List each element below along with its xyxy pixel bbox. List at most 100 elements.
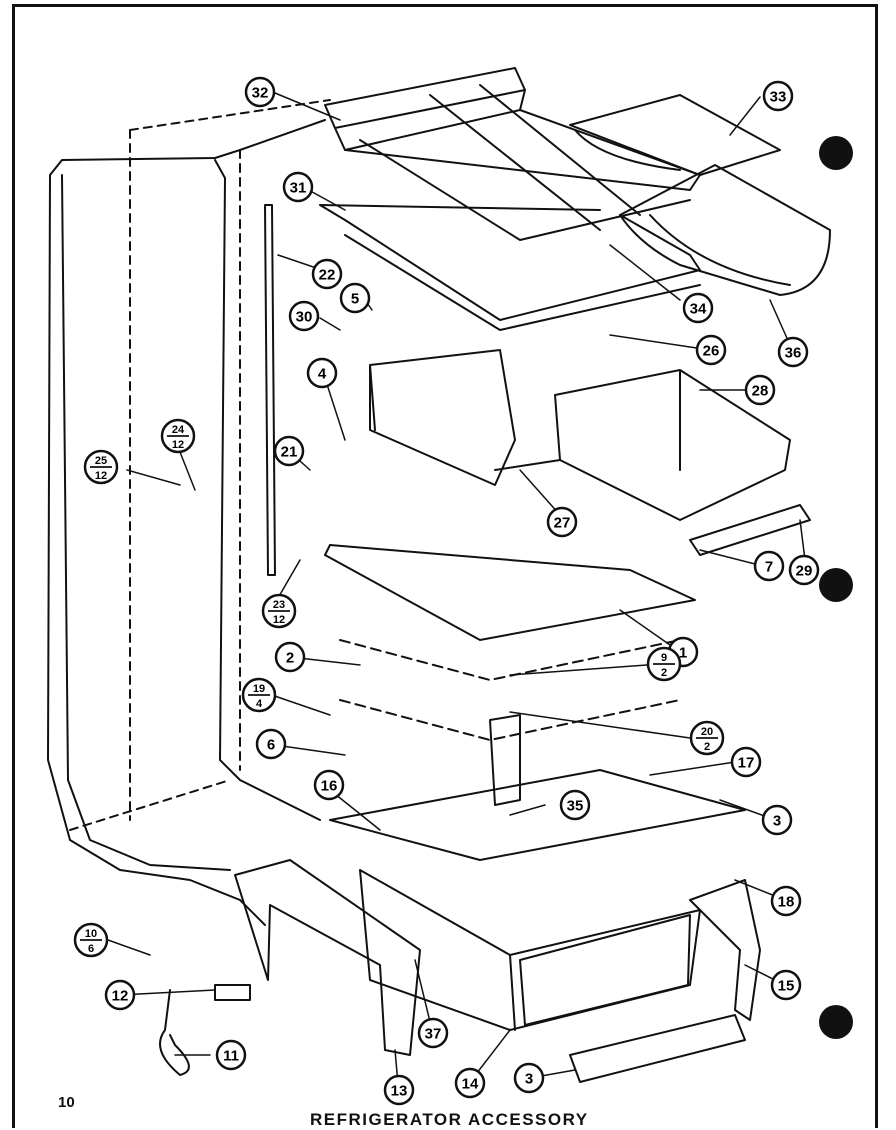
callout-3: 3 [513, 1062, 545, 1094]
callout-denominator: 12 [172, 439, 184, 451]
callout-circle [762, 80, 794, 112]
callout-2: 2 [274, 641, 306, 673]
callout-label: 14 [462, 1076, 479, 1093]
callout-circle [761, 804, 793, 836]
callout-label: 2 [286, 650, 294, 667]
callout-circle [730, 746, 762, 778]
callout-label: 4 [318, 366, 327, 383]
callout-6: 6 [255, 728, 287, 760]
callout-circle [695, 334, 727, 366]
callout-37: 37 [417, 1017, 449, 1049]
page-number: 10 [58, 1094, 75, 1111]
callout-circle [339, 282, 371, 314]
callout-label: 29 [796, 563, 813, 580]
callout-label: 18 [778, 894, 795, 911]
callout-denominator: 12 [95, 470, 107, 482]
fraction-callout-9-2: 92 [646, 646, 682, 682]
callout-label: 3 [525, 1071, 533, 1088]
callout-numerator: 23 [273, 599, 285, 611]
callout-circle [770, 969, 802, 1001]
callout-label: 35 [567, 798, 584, 815]
callout-34: 34 [682, 292, 714, 324]
callout-circle [513, 1062, 545, 1094]
callout-label: 30 [296, 309, 313, 326]
diagram-caption: REFRIGERATOR ACCESSORY [310, 1110, 589, 1129]
callout-label: 36 [785, 345, 802, 362]
callout-4: 4 [306, 357, 338, 389]
callout-denominator: 12 [273, 614, 285, 626]
callout-label: 32 [252, 85, 269, 102]
callout-label: 21 [281, 444, 298, 461]
callout-denominator: 6 [88, 943, 94, 955]
callout-label: 5 [351, 291, 359, 308]
callout-15: 15 [770, 969, 802, 1001]
callout-label: 17 [738, 755, 755, 772]
center-support [489, 714, 521, 806]
callout-label: 16 [321, 778, 338, 795]
callout-26: 26 [695, 334, 727, 366]
lower-shelf-frame [324, 544, 696, 641]
callout-circle [744, 374, 776, 406]
middle-shelf-frame [319, 204, 701, 331]
dairy-door [619, 164, 831, 296]
callout-12: 12 [104, 979, 136, 1011]
callout-27: 27 [546, 506, 578, 538]
callout-label: 37 [425, 1026, 442, 1043]
callout-22: 22 [311, 258, 343, 290]
callout-circle [282, 171, 314, 203]
callout-31: 31 [282, 171, 314, 203]
callout-label: 31 [290, 180, 307, 197]
callout-circle [215, 1039, 247, 1071]
cabinet-liner [47, 119, 326, 926]
callout-circle [288, 300, 320, 332]
callout-35: 35 [559, 789, 591, 821]
callout-label: 11 [223, 1048, 239, 1065]
callout-circle [559, 789, 591, 821]
vegetable-pan [554, 369, 791, 521]
callout-denominator: 2 [704, 741, 710, 753]
callout-28: 28 [744, 374, 776, 406]
callout-circle [454, 1067, 486, 1099]
section-marker [819, 568, 853, 602]
callout-33: 33 [762, 80, 794, 112]
callout-label: 27 [554, 515, 571, 532]
callout-numerator: 10 [85, 928, 97, 940]
top-shelf-glass [359, 84, 691, 241]
callout-label: 3 [773, 813, 781, 830]
callout-denominator: 2 [661, 667, 667, 679]
switch-part [214, 984, 251, 1001]
callout-numerator: 24 [172, 424, 185, 436]
callout-label: 34 [690, 301, 707, 318]
callout-14: 14 [454, 1067, 486, 1099]
callout-numerator: 25 [95, 455, 107, 467]
callout-circle [770, 885, 802, 917]
callout-numerator: 20 [701, 726, 713, 738]
callout-label: 12 [112, 988, 129, 1005]
callout-label: 15 [778, 978, 795, 995]
light-wire [159, 989, 190, 1076]
drawer-rail-right [689, 879, 761, 1021]
callout-21: 21 [273, 435, 305, 467]
callout-13: 13 [383, 1074, 415, 1106]
callout-label: 1 [679, 645, 687, 662]
callout-16: 16 [313, 769, 345, 801]
callout-circle [306, 357, 338, 389]
callout-label: 7 [765, 559, 773, 576]
callout-circle [417, 1017, 449, 1049]
callout-30: 30 [288, 300, 320, 332]
vertical-rail [264, 204, 276, 576]
leader-lines [107, 92, 806, 1085]
callout-numerator: 19 [253, 683, 265, 695]
callout-7: 7 [753, 550, 785, 582]
callout-17: 17 [730, 746, 762, 778]
page-frame [12, 4, 878, 1128]
callout-numerator: 9 [661, 652, 667, 664]
callout-circle [777, 336, 809, 368]
section-marker [819, 136, 853, 170]
section-marker [819, 1005, 853, 1039]
callout-11: 11 [215, 1039, 247, 1071]
callout-label: 13 [391, 1083, 408, 1100]
